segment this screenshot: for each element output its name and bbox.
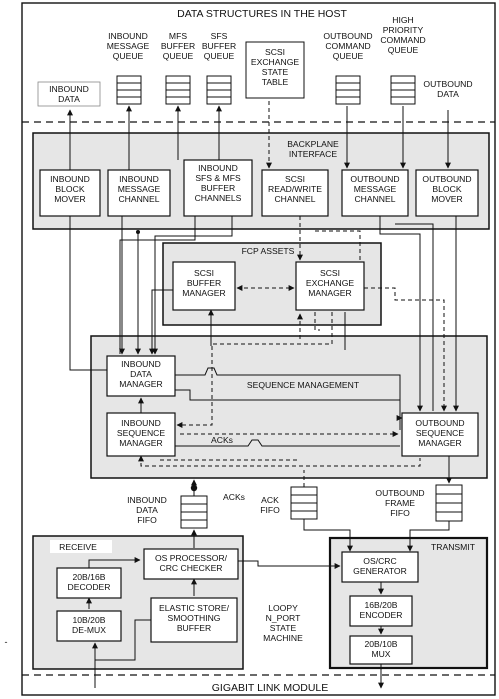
acks-label-outer: ACKs: [223, 492, 245, 502]
scsi-exchange-state-table-box: [245, 41, 305, 99]
outbound-message-channel-box: [341, 169, 409, 217]
ack-fifo-icon: [290, 486, 318, 520]
inbound-data-manager-box: [106, 355, 176, 397]
elastic-store-box: [150, 597, 238, 643]
inbound-buffer-channels-box: [183, 159, 253, 217]
acks-label-inner: ACKs: [211, 435, 233, 445]
edge-mark: -: [5, 637, 8, 647]
outbound-block-mover-box: [415, 169, 479, 217]
diagram-title: DATA STRUCTURES IN THE HOST: [177, 8, 347, 20]
sequence-management-title: SEQUENCE MANAGEMENT: [247, 380, 360, 390]
outbound-frame-fifo-icon: [435, 484, 463, 522]
os-processor-box: [143, 548, 239, 580]
sfs-buffer-queue-icon: [206, 75, 232, 105]
acks-junction-dot: [190, 484, 198, 492]
fcp-assets-title: FCP ASSETS: [242, 246, 295, 256]
mux-box: [349, 635, 413, 665]
junction-dot: [136, 230, 140, 234]
os-crc-generator-box: [341, 551, 419, 583]
connection-lines: [67, 101, 459, 689]
receive-title: RECEIVE: [59, 542, 97, 552]
demux-box: [56, 610, 122, 642]
inbound-message-channel-box: [107, 169, 171, 217]
receive-title-bg: [50, 540, 112, 553]
mfs-buffer-queue-icon: [165, 75, 191, 105]
inbound-data-box: [37, 81, 101, 107]
inbound-message-queue-icon: [116, 75, 142, 105]
transmit-title: TRANSMIT: [431, 542, 476, 552]
scsi-buffer-manager-box: [172, 261, 236, 311]
outbound-command-queue-icon: [335, 75, 361, 105]
gigabit-link-module-label: GIGABIT LINK MODULE: [212, 682, 329, 694]
outbound-sequence-manager-box: [401, 412, 479, 457]
high-priority-command-queue-icon: [390, 75, 416, 105]
inbound-sequence-manager-box: [106, 412, 176, 457]
outer-frame: [21, 2, 496, 696]
scsi-read-write-channel-box: [261, 169, 329, 217]
scsi-exchange-manager-box: [295, 261, 365, 311]
inbound-data-fifo-icon: [180, 495, 208, 529]
decoder-box: [56, 567, 122, 599]
os-processor-label: OS PROCESSOR/CRC CHECKER: [155, 553, 228, 573]
encoder-box: [349, 595, 413, 627]
